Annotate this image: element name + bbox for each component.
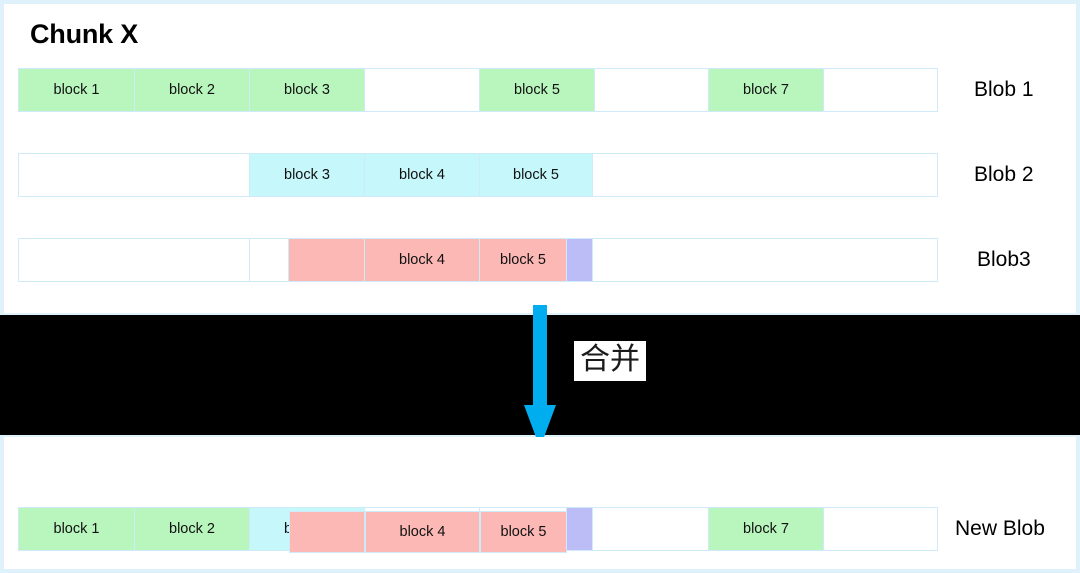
- empty-cell: [595, 69, 709, 111]
- empty-cell: [289, 239, 365, 281]
- merge-arrow-icon: [524, 305, 556, 448]
- block-cell: block 7: [709, 69, 824, 111]
- empty-cell: [593, 154, 937, 196]
- page-title-top: Chunk X: [30, 19, 139, 49]
- block-cell: block 2: [135, 69, 250, 111]
- block-cell: block 5: [480, 154, 593, 196]
- empty-cell: [824, 69, 937, 111]
- block-cell: block 5: [480, 239, 567, 281]
- block-cell: block 4: [365, 154, 480, 196]
- block-cell: block 2: [135, 508, 250, 550]
- empty-cell: [19, 239, 250, 281]
- block-cell: block 5: [480, 69, 595, 111]
- block-cell: block 1: [19, 69, 135, 111]
- empty-cell: [567, 508, 593, 550]
- empty-cell: [593, 239, 937, 281]
- empty-cell: [593, 508, 709, 550]
- block-cell: block 3: [250, 69, 365, 111]
- blob-label-newblob: New Blob: [955, 517, 1045, 540]
- blob-label-blob2: Blob 2: [974, 163, 1034, 186]
- merge-label: 合并: [574, 341, 646, 381]
- overlay-block-chip: [289, 511, 365, 553]
- block-cell: block 3: [250, 154, 365, 196]
- empty-cell: [824, 508, 937, 550]
- blob-label-blob3: Blob3: [977, 248, 1031, 271]
- overlay-block-chip: block 4: [365, 511, 480, 553]
- block-cell: block 1: [19, 508, 135, 550]
- block-cell: block 7: [709, 508, 824, 550]
- blob-label-blob1: Blob 1: [974, 78, 1034, 101]
- overlay-block-chip: block 5: [480, 511, 567, 553]
- block-cell: block 4: [365, 239, 480, 281]
- empty-cell: [365, 69, 480, 111]
- empty-cell: [19, 154, 250, 196]
- empty-cell: [250, 239, 289, 281]
- empty-cell: [567, 239, 593, 281]
